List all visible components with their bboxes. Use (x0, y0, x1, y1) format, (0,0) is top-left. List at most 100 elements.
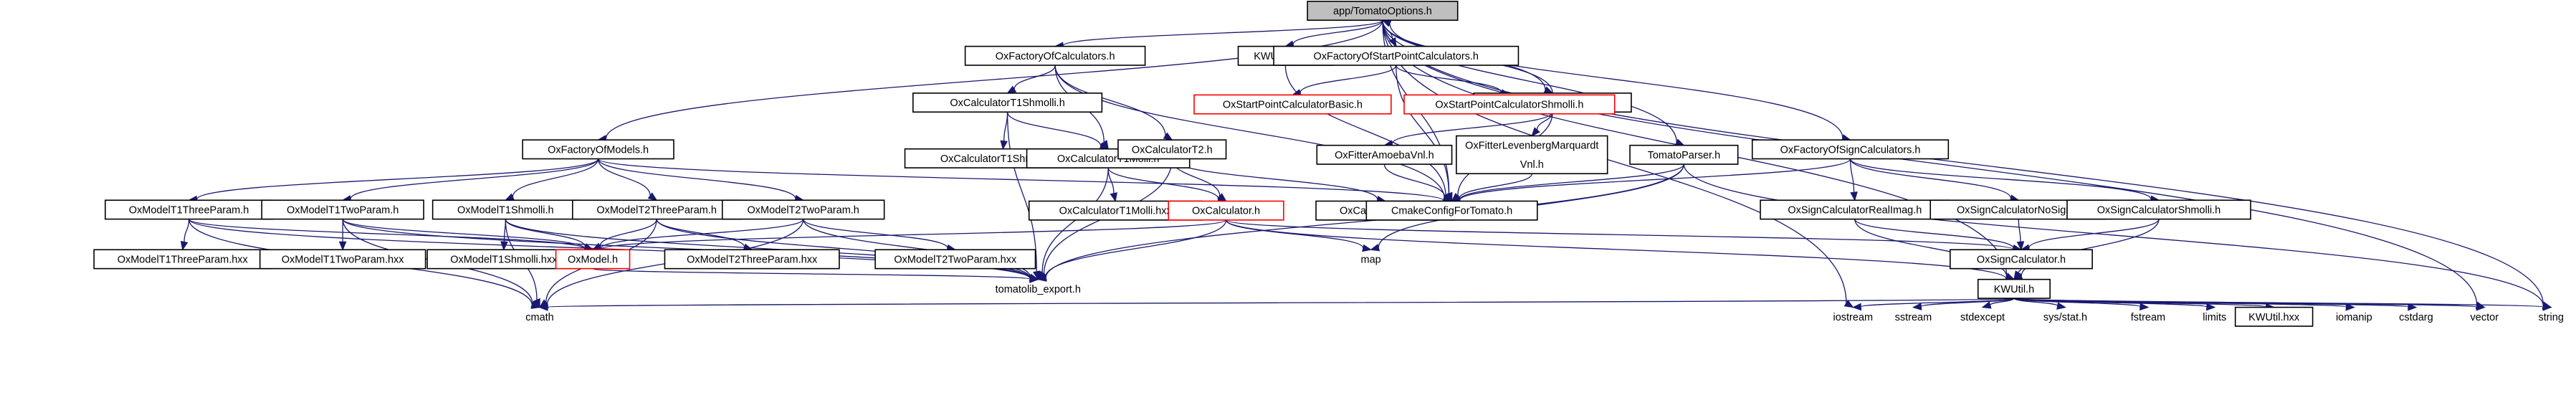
node-startpoint-shmolli[interactable]: OxStartPointCalculatorShmolli.h (1403, 94, 1616, 115)
node-label: OxCalculatorT2.h (1132, 144, 1213, 156)
node-iomanip: iomanip (2336, 312, 2372, 323)
node-cstdarg: cstdarg (2399, 312, 2433, 323)
node-box (721, 199, 885, 220)
node-label: OxSignCalculatorRealImag.h (1788, 204, 1922, 216)
edge-factory-calculators-to-cmake-config (1054, 65, 1453, 202)
node-model-t2three-hxx[interactable]: OxModelT2ThreeParam.hxx (664, 249, 840, 270)
node-box (431, 199, 579, 220)
node-model-t1two-hxx[interactable]: OxModelT1TwoParam.hxx (259, 249, 426, 270)
node-box (2234, 306, 2314, 327)
node-iostream: iostream (1833, 312, 1873, 323)
node-calc-t1shmolli[interactable]: OxCalculatorT1Shmolli.h (912, 92, 1103, 113)
nodes-layer: app/TomatoOptions.hOxFactoryOfCalculator… (93, 1, 2564, 327)
node-label: OxFactoryOfStartPointCalculators.h (1314, 51, 1479, 62)
node-label: OxFitterAmoebaVnl.h (1335, 150, 1434, 161)
node-label: string (2538, 312, 2563, 323)
node-model-t1three[interactable]: OxModelT1ThreeParam.h (105, 199, 274, 220)
node-startpoint-basic[interactable]: OxStartPointCalculatorBasic.h (1193, 94, 1392, 115)
node-stdexcept: stdexcept (1960, 312, 2005, 323)
node-box (1629, 144, 1739, 165)
node-oxmodel[interactable]: OxModel.h (555, 249, 631, 270)
node-label: OxModelT1Shmolli.hxx (450, 254, 558, 265)
node-fstream: fstream (2131, 312, 2165, 323)
node-tomato-parser[interactable]: TomatoParser.h (1629, 144, 1739, 165)
edge-factory-models-to-model-t1shmolli (504, 158, 599, 201)
node-box (664, 249, 840, 270)
node-model-t1three-hxx[interactable]: OxModelT1ThreeParam.hxx (93, 249, 272, 270)
node-label: OxModel.h (568, 254, 618, 265)
edge-oxcalculator-to-sign-calculator (1225, 219, 2023, 254)
edge-root-to-tomato-parser (1382, 20, 1685, 146)
edge-factory-startpoint-to-startpoint-shmolli (1396, 65, 1511, 97)
node-box (105, 199, 274, 220)
node-label: OxFitterLevenbergMarquardt (1465, 141, 1598, 152)
node-label: OxCalculatorT1Molli.hxx (1059, 206, 1173, 217)
node-model-t2two[interactable]: OxModelT2TwoParam.h (721, 199, 885, 220)
node-label: OxFactoryOfModels.h (548, 144, 649, 156)
node-label: OxFactoryOfSignCalculators.h (1780, 144, 1921, 156)
node-box (1117, 139, 1227, 160)
node-model-t1shmolli[interactable]: OxModelT1Shmolli.h (431, 199, 579, 220)
node-factory-sign[interactable]: OxFactoryOfSignCalculators.h (1751, 139, 1950, 160)
edge-oxcalculator-to-tomatolib-export (1036, 219, 1227, 281)
node-label: OxModelT2ThreeParam.hxx (687, 254, 818, 265)
edge-oxmodel-to-tomatolib-export (592, 267, 1039, 283)
node-label: OxModelT1Shmolli.h (457, 204, 554, 216)
node-string: string (2538, 312, 2563, 323)
edge-calc-t1molli-to-tomatolib-export (1037, 168, 1109, 280)
node-label: KWUtil.hxx (2248, 312, 2300, 323)
node-sstream: sstream (1895, 312, 1932, 323)
edge-factory-models-to-model-t1two (341, 158, 599, 203)
node-root[interactable]: app/TomatoOptions.h (1307, 1, 1459, 22)
node-label: cstdarg (2399, 312, 2433, 323)
edge-fitter-amoeba-to-cmake-config (1383, 163, 1453, 202)
node-fitter-amoeba[interactable]: OxFitterAmoebaVnl.h (1316, 144, 1453, 165)
node-factory-models[interactable]: OxFactoryOfModels.h (522, 139, 674, 160)
node-box (93, 249, 272, 270)
edge-oxcalculator-to-kwutil (1225, 219, 2016, 283)
edge-factory-models-to-model-t2three (597, 158, 658, 201)
node-tomatolib-export: tomatolib_export.h (996, 284, 1081, 295)
edge-tomato-parser-to-string (1683, 164, 2552, 310)
edge-kwutil-to-sstream (1912, 298, 2015, 310)
edge-root-to-iostream (1382, 20, 1854, 308)
node-box (261, 199, 424, 220)
node-kwutil-hxx[interactable]: KWUtil.hxx (2234, 306, 2314, 327)
node-sign-calculator[interactable]: OxSignCalculator.h (1950, 249, 2093, 270)
edge-calc-t1shmolli-to-calc-t1molli (1006, 112, 1110, 150)
node-box (1307, 1, 1459, 22)
node-calc-t2[interactable]: OxCalculatorT2.h (1117, 139, 1227, 160)
node-sign-shmolli[interactable]: OxSignCalculatorShmolli.h (2066, 199, 2251, 220)
node-factory-calculators[interactable]: OxFactoryOfCalculators.h (964, 45, 1146, 66)
node-vector: vector (2471, 312, 2499, 323)
node-cmake-config[interactable]: CmakeConfigForTomato.h (1365, 200, 1538, 221)
node-sys-stat: sys/stat.h (2043, 312, 2087, 323)
node-box (1456, 135, 1608, 175)
node-label: OxModelT1ThreeParam.h (129, 204, 249, 216)
node-sign-realimag[interactable]: OxSignCalculatorRealImag.h (1760, 199, 1950, 220)
node-model-t2two-hxx[interactable]: OxModelT2TwoParam.hxx (874, 249, 1036, 270)
node-oxcalculator[interactable]: OxCalculator.h (1168, 200, 1284, 221)
node-box (555, 249, 631, 270)
node-label: OxModelT1ThreeParam.hxx (118, 254, 249, 265)
edge-sign-nosign-to-sign-calculator (2016, 219, 2025, 251)
node-label: KWUtil.h (1994, 284, 2034, 295)
node-box (1977, 278, 2051, 299)
node-factory-startpoint[interactable]: OxFactoryOfStartPointCalculators.h (1273, 45, 1520, 66)
node-model-t2three[interactable]: OxModelT2ThreeParam.h (572, 199, 742, 220)
node-label: OxModelT2TwoParam.h (748, 204, 859, 216)
node-kwutil[interactable]: KWUtil.h (1977, 278, 2051, 299)
node-box (259, 249, 426, 270)
node-box (1403, 94, 1616, 115)
node-model-t1two[interactable]: OxModelT1TwoParam.h (261, 199, 424, 220)
node-label: OxSignCalculatorNoSign.h (1957, 204, 2080, 216)
edge-factory-sign-to-sign-realimag (1849, 158, 1858, 201)
node-label: vector (2471, 312, 2499, 323)
node-limits: limits (2203, 312, 2226, 323)
node-box (522, 139, 674, 160)
node-box (874, 249, 1036, 270)
node-label: fstream (2131, 312, 2165, 323)
edge-kwutil-to-stdexcept (1981, 298, 2015, 309)
node-label: OxCalculator.h (1192, 206, 1260, 217)
